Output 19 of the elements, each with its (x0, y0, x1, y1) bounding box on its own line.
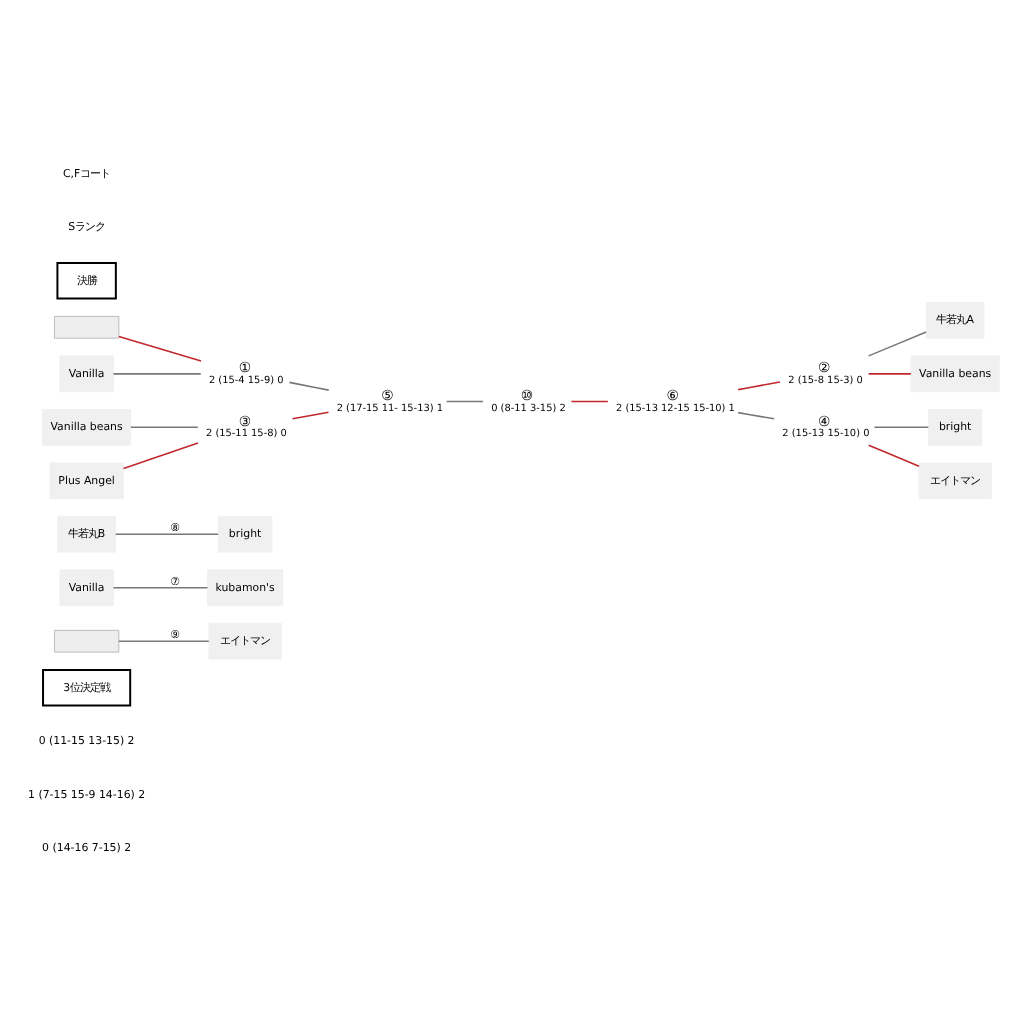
connector (118, 639, 210, 641)
connector (867, 372, 912, 374)
node-box (53, 628, 120, 652)
connector (445, 399, 484, 402)
connector (118, 334, 202, 361)
connector (867, 443, 920, 466)
connector (737, 410, 775, 419)
connector (112, 585, 209, 588)
connector (112, 372, 202, 374)
connector (867, 330, 927, 356)
connector (288, 380, 330, 390)
connector (291, 410, 330, 419)
connector (737, 380, 781, 390)
connector (130, 425, 199, 428)
connector (570, 399, 609, 402)
connector (122, 441, 199, 469)
connector (873, 425, 930, 428)
connector (114, 532, 219, 535)
node-box (53, 314, 120, 338)
